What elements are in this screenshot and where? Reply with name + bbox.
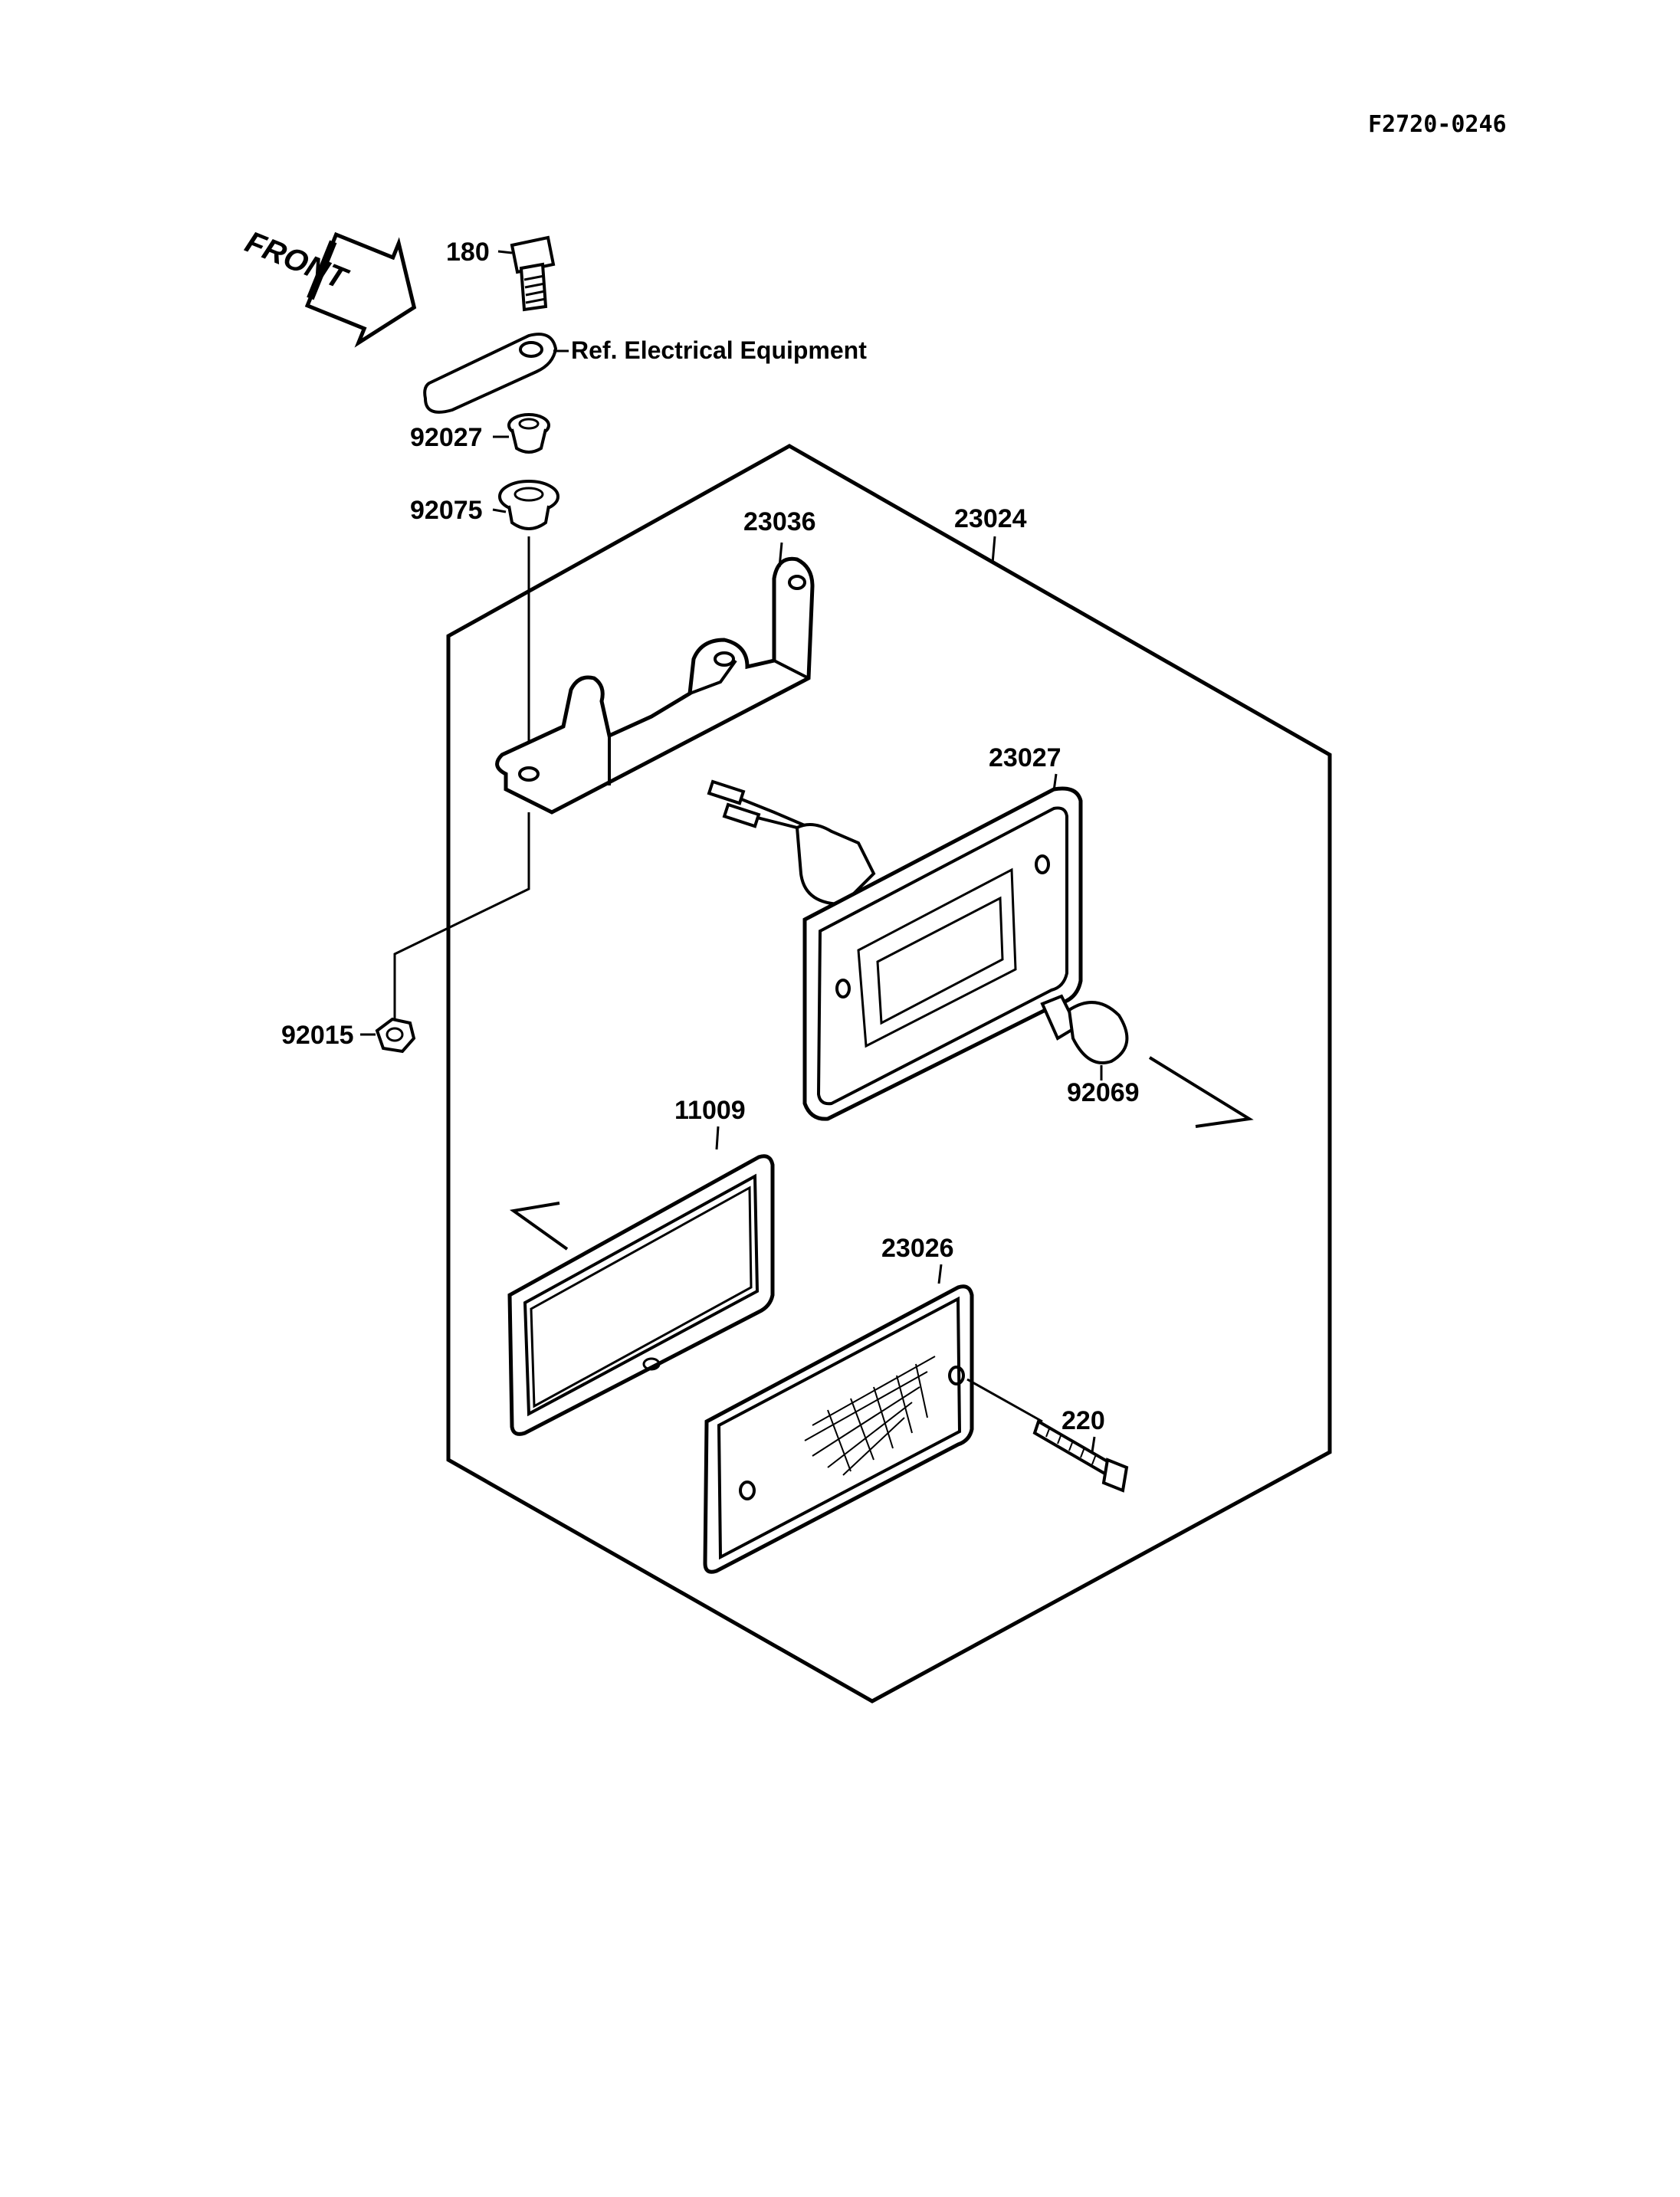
label-11009: 11009 [674,1096,746,1125]
label-23036: 23036 [743,507,816,536]
label-23024: 23024 [954,504,1027,533]
diagram-code: F2720-0246 [1368,111,1507,138]
label-23027: 23027 [989,743,1061,772]
label-220: 220 [1061,1406,1105,1435]
bracket-23036 [495,556,815,815]
assembly-outline [446,444,1332,1703]
front-arrow-icon: FRONT [241,225,417,348]
terminal-ref-electrical [423,333,558,414]
grommet-92075 [498,480,559,530]
label-180: 180 [446,238,490,267]
reference-note: Ref. Electrical Equipment [571,336,867,364]
label-92075: 92075 [410,496,483,525]
lens-23026 [703,1284,974,1574]
screw-220 [1032,1419,1129,1493]
lens-prism-pattern [804,1356,936,1476]
label-92069: 92069 [1067,1078,1140,1107]
lamp-housing-23027 [707,779,1083,1121]
direction-mark-left [509,1202,569,1251]
nut-92015 [375,1017,416,1054]
direction-mark-right [1148,1056,1254,1128]
bulb-92069 [1040,994,1129,1064]
label-92027: 92027 [410,423,483,452]
label-23026: 23026 [881,1234,954,1263]
gasket-11009 [507,1154,775,1436]
label-92015: 92015 [281,1021,354,1050]
bolt-180 [510,235,556,312]
collar-92027 [507,413,550,454]
